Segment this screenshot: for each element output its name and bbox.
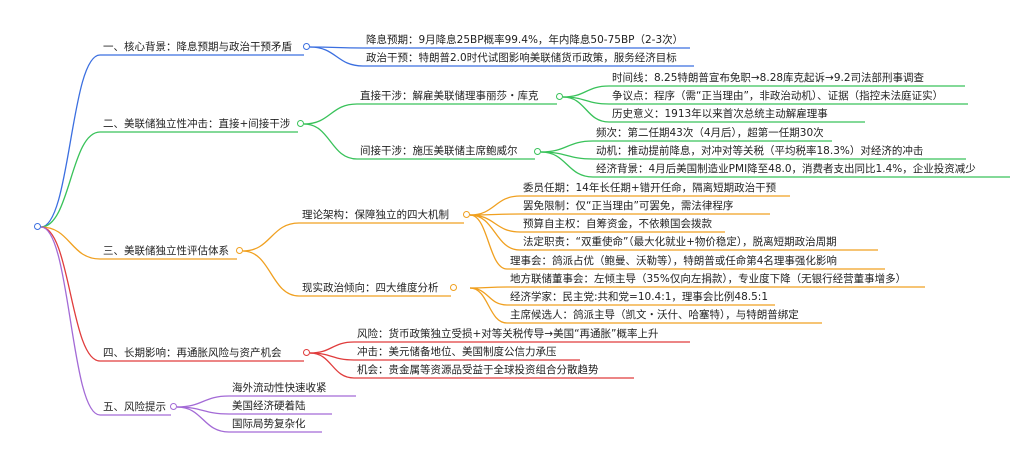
branch-1-label: 一、核心背景：降息预期与政治干预矛盾 (103, 41, 292, 53)
branch-3-toggle[interactable] (236, 247, 243, 254)
b3-sub-1: 理论架构：保障独立的四大机制 (302, 209, 449, 221)
root-node[interactable] (34, 223, 41, 230)
connector-line (469, 214, 878, 251)
connector-line (469, 287, 822, 324)
b4-item-3: 机会：贵金属等资源品受益于全球投资组合分散趋势 (357, 364, 599, 376)
b3-s1-item-4: 法定职责：“双重使命”（最大化就业+物价稳定），脱离短期政治周期 (523, 236, 837, 248)
b3-s2-item-2: 地方联储董事会：左倾主导（35%仅向左捐款），专业度下降（无银行经营董事增多） (510, 273, 907, 285)
connector-line (469, 286, 925, 289)
branch-5-label: 五、风险提示 (103, 401, 166, 413)
connector-line (242, 222, 464, 252)
branch-4-label: 四、长期影响：再通胀风险与资产机会 (103, 347, 282, 359)
connector-line (40, 226, 171, 416)
connector-line (176, 406, 322, 433)
branch-2-label: 二、美联储独立性冲击：直接+间接干涉 (103, 118, 291, 130)
b3-s2-item-1: 理事会：鸽派占优（鲍曼、沃勒等），特朗普或任命第4名理事强化影响 (510, 255, 837, 267)
b2-sub-1: 直接干涉：解雇美联储理事丽莎・库克 (360, 90, 539, 102)
b2-s2-item-2: 动机：推动提前降息，对冲对等关税（平均税率18.3%）对经济的冲击 (596, 145, 924, 157)
connector-line (309, 46, 690, 49)
b1-item-2: 政治干预：特朗普2.0时代试图影响美联储货币政策，服务经济目标 (366, 52, 677, 64)
connector-line (40, 226, 237, 260)
b3-s2-item-3: 经济学家：民主党:共和党=10.4:1，理事会比例48.5:1 (510, 291, 769, 303)
branch-2-toggle[interactable] (297, 120, 304, 127)
connector-line (176, 395, 356, 408)
connector-line (309, 341, 690, 354)
b5-item-1: 海外流动性快速收紧 (232, 382, 327, 394)
b2-s1-item-3: 历史意义：1913年以来首次总统主动解雇理事 (612, 108, 828, 120)
b3-sub-1-toggle[interactable] (463, 211, 470, 218)
connector-line (469, 214, 885, 270)
b3-sub-2: 现实政治倾向：四大维度分析 (302, 282, 439, 294)
b2-s1-item-2: 争议点：程序（需“正当理由”，非政治动机）、证据（指控未法庭证实） (612, 90, 944, 102)
b2-sub-2-toggle[interactable] (534, 148, 541, 155)
b3-s1-item-1: 委员任期：14年长任期+错开任命，隔离短期政治干预 (523, 182, 777, 194)
branch-5-toggle[interactable] (170, 403, 177, 410)
b3-s2-item-4: 主席候选人：鸽派主导（凯文・沃什、哈塞特），与特朗普绑定 (510, 309, 799, 321)
connector-line (303, 103, 557, 125)
b3-s1-item-2: 罢免限制：仅“正当理由”可罢免，需法律程序 (523, 200, 734, 212)
connector-line (469, 213, 770, 216)
b1-item-1: 降息预期：9月降息25BP概率99.4%，年内降息50-75BP（2-3次） (366, 34, 684, 46)
connector-line (562, 85, 965, 98)
branch-3-label: 三、美联储独立性评估体系 (103, 245, 229, 257)
b2-s1-item-1: 时间线：8.25特朗普宣布免职→8.28库克起诉→9.2司法部刑事调查 (612, 72, 925, 84)
connector-line (309, 352, 634, 379)
connector-line (40, 54, 304, 228)
connector-line (540, 151, 1010, 178)
connector-line (40, 226, 304, 362)
b4-item-2: 冲击：美元储备地位、美国制度公信力承压 (357, 346, 557, 358)
b2-sub-1-toggle[interactable] (556, 93, 563, 100)
b4-item-1: 风险：货币政策独立受损+对等关税传导→美国“再通胀”概率上升 (357, 328, 659, 340)
connector-line (309, 46, 694, 67)
connector-line (40, 131, 298, 228)
b2-s2-item-3: 经济背景：4月后美国制造业PMI降至48.0，消费者支出同比1.4%，企业投资减… (596, 163, 976, 175)
b3-s1-item-3: 预算自主权：自筹资金，不依赖国会拨款 (523, 218, 712, 230)
b5-item-3: 国际局势复杂化 (232, 418, 306, 430)
connector-line (242, 250, 451, 297)
branch-1-toggle[interactable] (303, 43, 310, 50)
b2-sub-2: 间接干涉：施压美联储主席鲍威尔 (360, 145, 518, 157)
b5-item-2: 美国经济硬着陆 (232, 400, 306, 412)
b3-sub-2-toggle[interactable] (450, 284, 457, 291)
connector-line (562, 96, 865, 123)
connector-line (540, 140, 832, 153)
branch-4-toggle[interactable] (303, 349, 310, 356)
b2-s2-item-1: 频次：第二任期43次（4月后），超第一任期30次 (596, 127, 824, 139)
connector-line (303, 123, 535, 160)
